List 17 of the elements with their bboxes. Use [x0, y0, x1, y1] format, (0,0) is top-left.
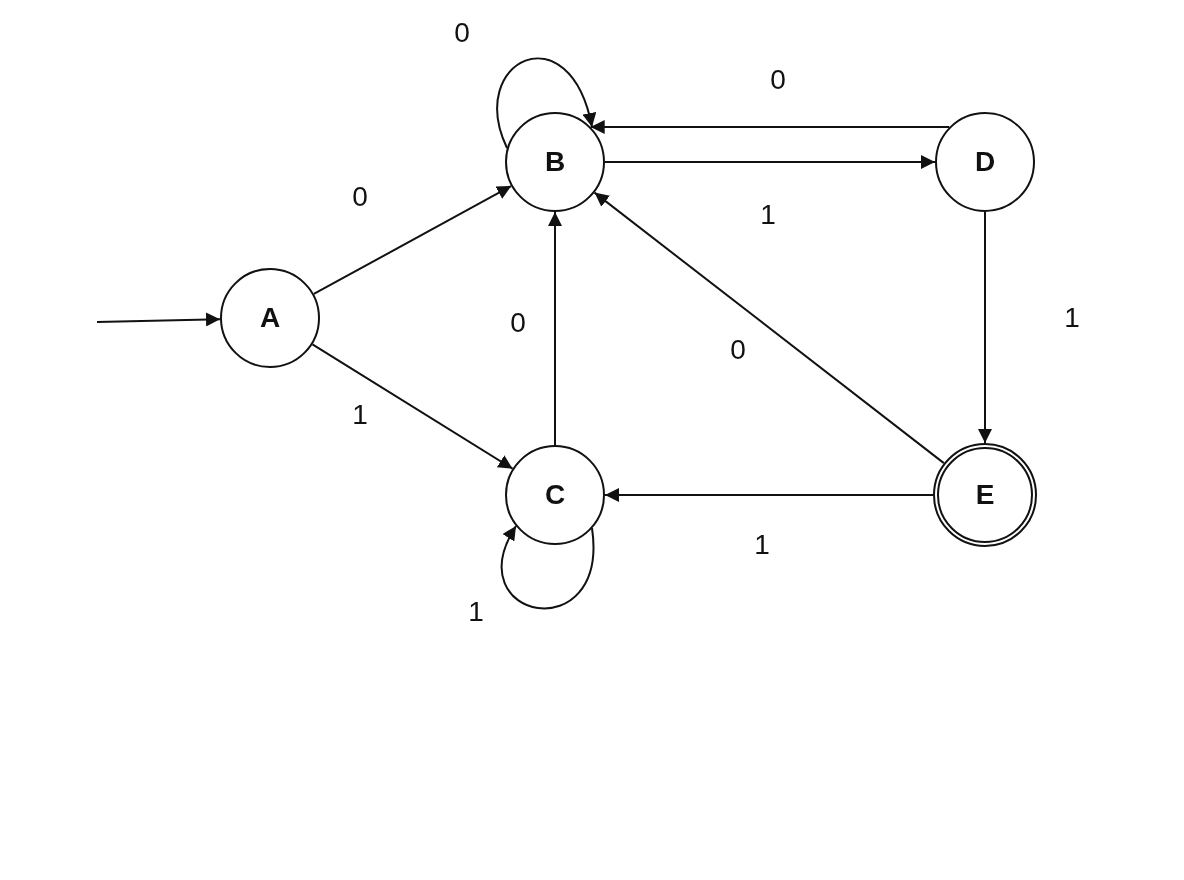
- state-name: E: [975, 479, 995, 511]
- arrow: [978, 211, 992, 444]
- start-arrow: [96, 312, 221, 327]
- arrow: [604, 155, 936, 169]
- arrow: [593, 191, 945, 465]
- state-name: D: [974, 146, 996, 178]
- arrow: [311, 343, 514, 470]
- state-name: A: [259, 302, 281, 334]
- arrow: [312, 185, 513, 295]
- state-circle: [505, 112, 605, 212]
- arrow: [589, 120, 951, 134]
- arrow: [604, 488, 934, 502]
- self-loop-arrow: [496, 57, 596, 149]
- state-name: C: [544, 479, 566, 511]
- self-loop-arrow: [500, 525, 595, 609]
- state-name: B: [544, 146, 566, 178]
- arrow: [548, 211, 562, 446]
